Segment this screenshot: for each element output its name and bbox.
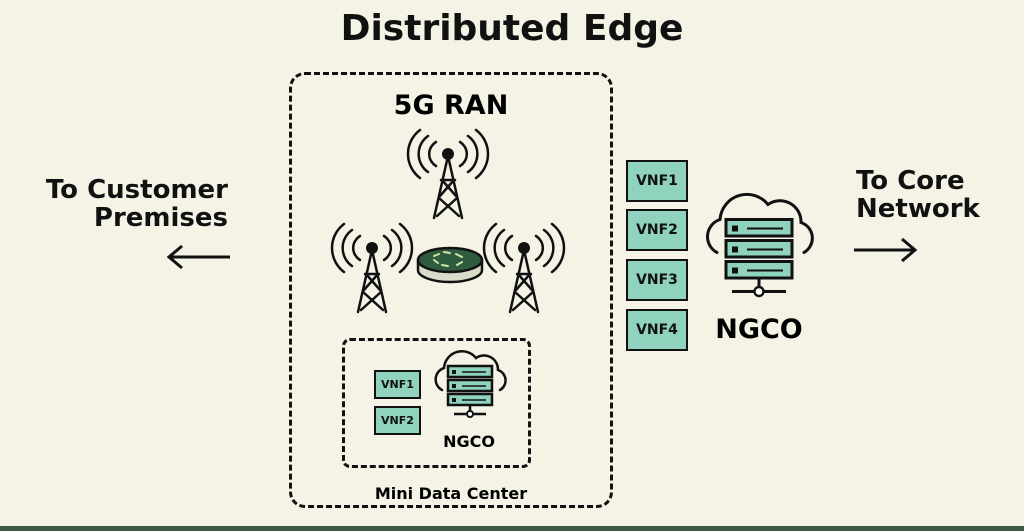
mini-data-center-container — [342, 338, 531, 468]
core-ngco-label: NGCO — [715, 314, 803, 345]
customer-premises-line1: To Customer — [45, 175, 228, 205]
customer-premises-line2: Premises — [93, 203, 228, 233]
core-network-line1: To Core — [856, 166, 965, 196]
customer-premises-label: To Customer Premises — [46, 176, 228, 232]
core-vnf-box: VNF2 — [626, 209, 688, 251]
bottom-bar — [0, 526, 1024, 531]
mini-ngco-label: NGCO — [443, 432, 495, 451]
mini-data-center-label: Mini Data Center — [374, 484, 528, 503]
mini-vnf-box: VNF2 — [374, 406, 421, 435]
arrow-left-icon — [166, 244, 230, 270]
mini-vnf-box: VNF1 — [374, 370, 421, 399]
core-network-line2: Network — [856, 194, 980, 224]
ran-title: 5G RAN — [393, 90, 509, 121]
ran-container — [289, 72, 613, 508]
antenna-tower-icon — [482, 222, 566, 314]
cloud-server-icon — [434, 350, 507, 418]
cloud-server-icon — [706, 192, 814, 298]
core-vnf-box: VNF3 — [626, 259, 688, 301]
arrow-right-icon — [854, 237, 918, 263]
core-network-label: To Core Network — [856, 167, 980, 223]
page-title: Distributed Edge — [340, 8, 684, 49]
core-vnf-box: VNF4 — [626, 309, 688, 351]
core-vnf-box: VNF1 — [626, 160, 688, 202]
antenna-tower-icon — [406, 128, 490, 220]
antenna-tower-icon — [330, 222, 414, 314]
router-icon — [416, 246, 484, 284]
